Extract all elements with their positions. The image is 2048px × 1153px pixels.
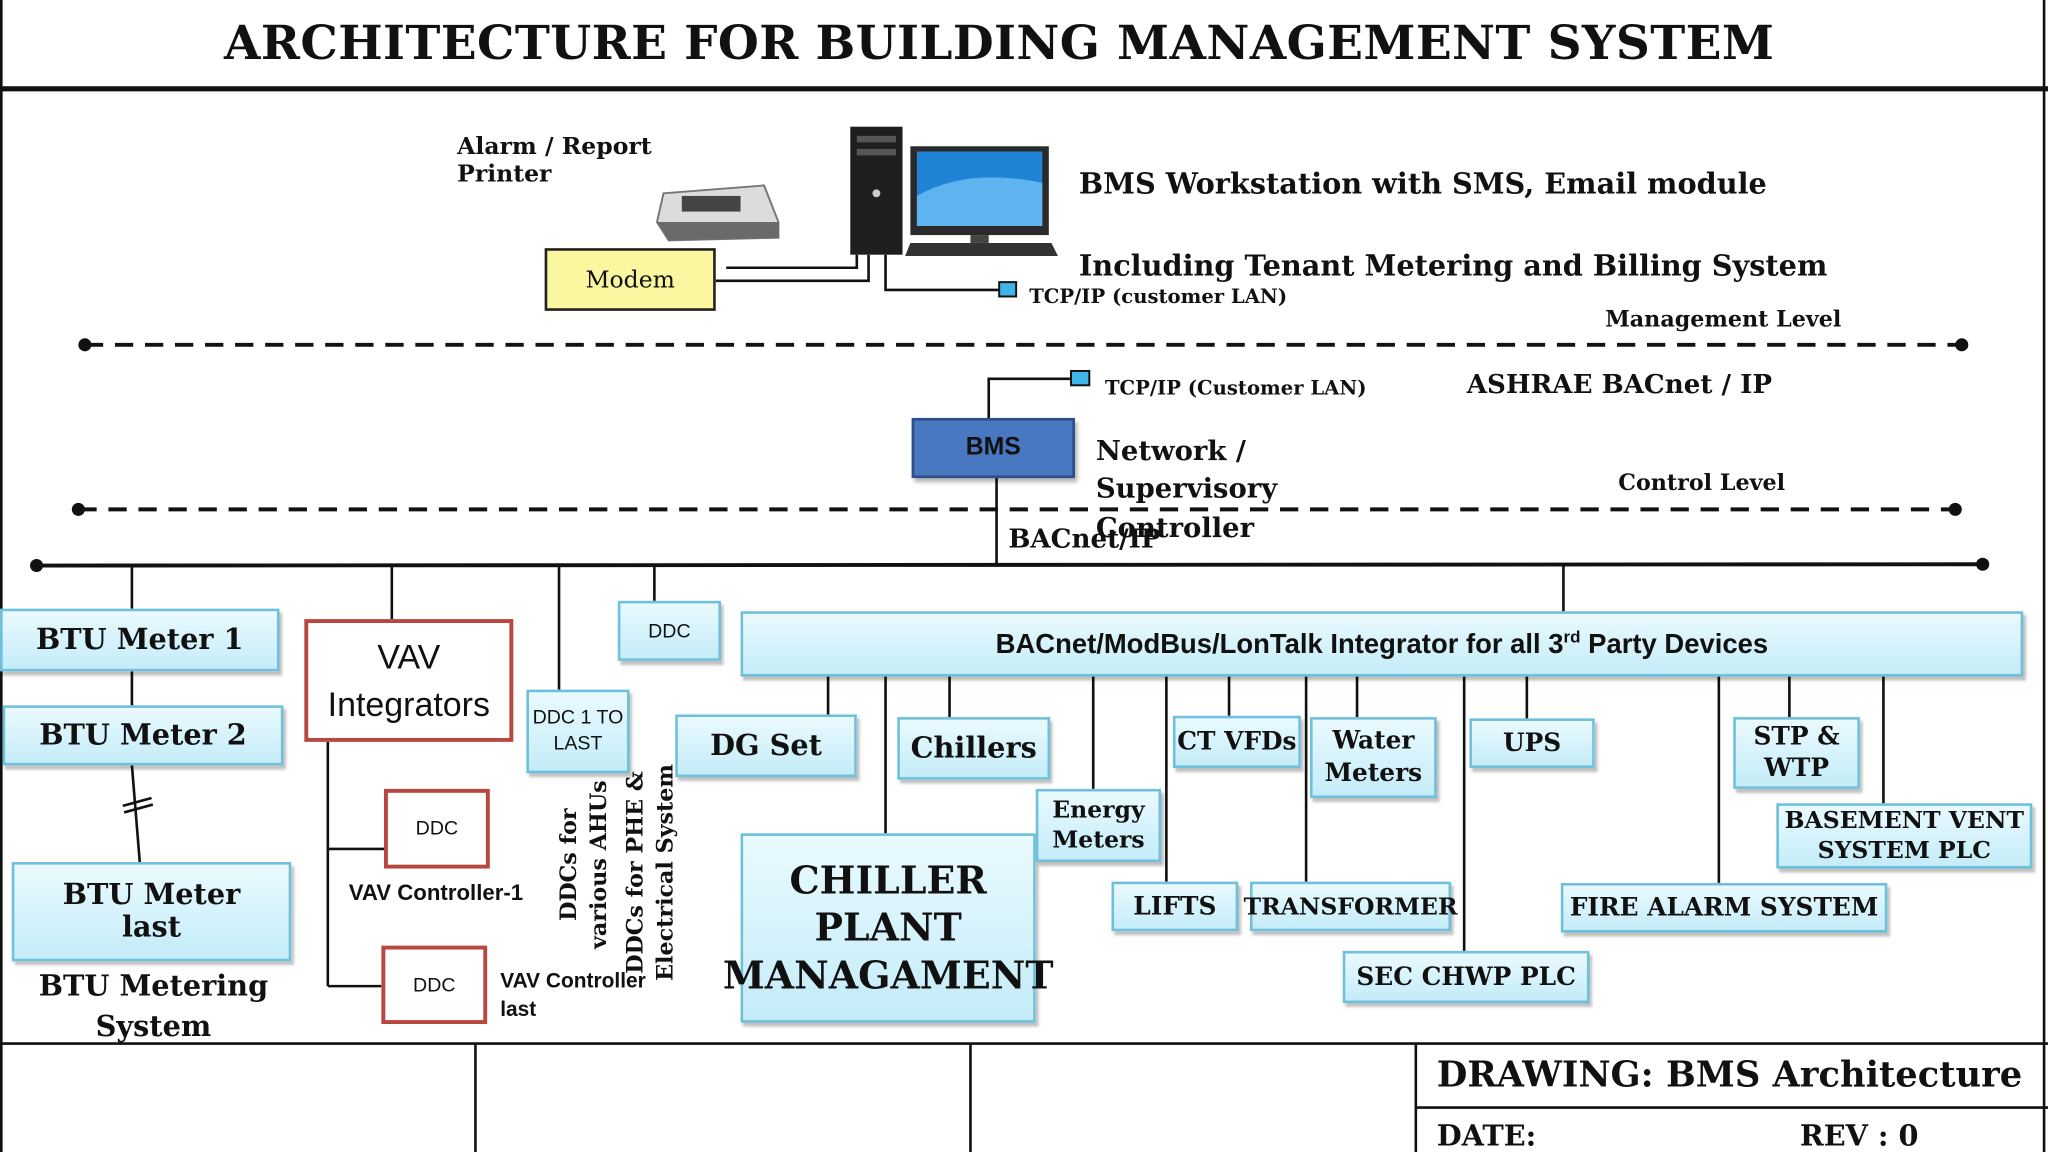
transformer-box: TRANSFORMER [1244, 881, 1458, 932]
stp-wtp-box: STP & WTP [1733, 717, 1860, 789]
btu-meter-last: BTU Meter last [11, 862, 292, 962]
supervisory-controller-label: Network / Supervisory Controller [1095, 433, 1278, 544]
transformer-label: TRANSFORMER [1243, 892, 1458, 921]
lifts-label: LIFTS [1133, 892, 1217, 921]
wire-printer-pc [726, 254, 859, 270]
monitor-icon [905, 146, 1058, 256]
chillers-label: Chillers [910, 731, 1037, 766]
vav-integrators-label: VAV Integrators [327, 636, 490, 724]
basement-vent-plc-box: BASEMENT VENT SYSTEM PLC [1776, 803, 2033, 869]
workstation-label: BMS Workstation with SMS, Email module [1078, 167, 1767, 202]
ups-label: UPS [1502, 728, 1562, 758]
btu-meter-last-label: BTU Meter last [62, 877, 241, 945]
fire-alarm-label: FIRE ALARM SYSTEM [1569, 893, 1879, 923]
btu-metering-system-label: BTU Metering System [38, 969, 269, 1044]
wire-bms-lan [987, 377, 1072, 418]
lan-port-icon [998, 281, 1018, 298]
ct-vfds-box: CT VFDs [1172, 715, 1301, 768]
chillers-box: Chillers [897, 717, 1051, 780]
vav-controller-last-label: VAV Controller last [500, 970, 646, 1022]
chiller-plant-label: CHILLER PLANT MANAGAMENT [722, 858, 1054, 998]
energy-meters-label: Energy Meters [1052, 796, 1145, 855]
water-meters-label: Water Meters [1324, 726, 1423, 788]
revision-label: REV : 0 [1799, 1119, 1919, 1153]
wire-modem-pc [715, 254, 870, 283]
fire-alarm-system-box: FIRE ALARM SYSTEM [1560, 882, 1888, 933]
wire-btu2-btulast [130, 765, 142, 863]
pc-tower-icon [850, 126, 903, 255]
modem-box: Modem [544, 248, 716, 311]
date-label: DATE: [1436, 1119, 1537, 1153]
printer-icon [655, 184, 780, 242]
ddc-label: DDC [648, 619, 691, 642]
integrator-label: BACnet/ModBus/LonTalk Integrator for all… [995, 626, 1769, 660]
btu-meter-1-label: BTU Meter 1 [35, 623, 244, 657]
ddc-label: DDC [413, 973, 456, 996]
third-party-integrator: BACnet/ModBus/LonTalk Integrator for all… [740, 611, 2024, 677]
btu-meter-2: BTU Meter 2 [2, 705, 284, 766]
dg-set-box: DG Set [675, 714, 857, 778]
page-title: ARCHITECTURE FOR BUILDING MANAGEMENT SYS… [224, 15, 1775, 71]
sec-chwp-label: SEC CHWP PLC [1356, 962, 1576, 992]
ddc-range-box: DDC 1 TO LAST [526, 689, 630, 774]
ct-vfds-label: CT VFDs [1177, 727, 1297, 757]
bms-controller-box: BMS [911, 417, 1075, 479]
ddc-box: DDC [617, 600, 721, 661]
management-level-label: Management Level [1605, 306, 1842, 334]
control-level-label: Control Level [1618, 470, 1786, 497]
billing-label: Including Tenant Metering and Billing Sy… [1078, 249, 1828, 284]
vav-controller-1-label: VAV Controller-1 [348, 880, 524, 906]
btu-meter-2-label: BTU Meter 2 [39, 718, 247, 753]
vav-ddc-1: DDC [383, 788, 490, 869]
drawing-title: DRAWING: BMS Architecture [1436, 1055, 2023, 1096]
tcpip-customer-lan: TCP/IP (Customer LAN) [1104, 376, 1367, 400]
lan-port-icon [1070, 369, 1091, 387]
btu-meter-1: BTU Meter 1 [0, 608, 280, 672]
ddcs-phe-label: DDCs for PHE & Electrical System [623, 764, 680, 981]
water-meters-box: Water Meters [1310, 717, 1437, 799]
vav-integrators: VAV Integrators [304, 619, 514, 742]
bacnet-bus [36, 562, 1983, 568]
stp-wtp-label: STP & WTP [1753, 721, 1840, 782]
ddcs-ahu-label: DDCs for various AHUs [556, 780, 613, 949]
ddc-range-label: DDC 1 TO LAST [532, 706, 624, 755]
basement-vent-label: BASEMENT VENT SYSTEM PLC [1784, 806, 2024, 865]
bacnet-bus-label: BACnet/IP [1008, 522, 1161, 554]
chiller-plant-management-box: CHILLER PLANT MANAGAMENT [723, 833, 1054, 1023]
energy-meters-box: Energy Meters [1035, 788, 1162, 863]
dg-set-label: DG Set [710, 728, 822, 763]
wire-pc-lan [884, 254, 1000, 292]
tcpip-customer-lan-top: TCP/IP (customer LAN) [1029, 284, 1288, 309]
bacnet-ip-protocol-label: ASHRAE BACnet / IP [1466, 368, 1772, 400]
modem-label: Modem [585, 265, 675, 294]
break-mark-2 [123, 803, 154, 814]
printer-label: Alarm / Report Printer [457, 133, 652, 188]
break-mark-1 [122, 796, 152, 808]
bms-label: BMS [965, 433, 1021, 462]
vav-ddc-last: DDC [381, 945, 488, 1024]
sec-chwp-plc-box: SEC CHWP PLC [1342, 950, 1590, 1004]
lifts-box: LIFTS [1111, 881, 1239, 932]
ddc-label: DDC [415, 817, 459, 840]
ups-box: UPS [1469, 718, 1595, 768]
